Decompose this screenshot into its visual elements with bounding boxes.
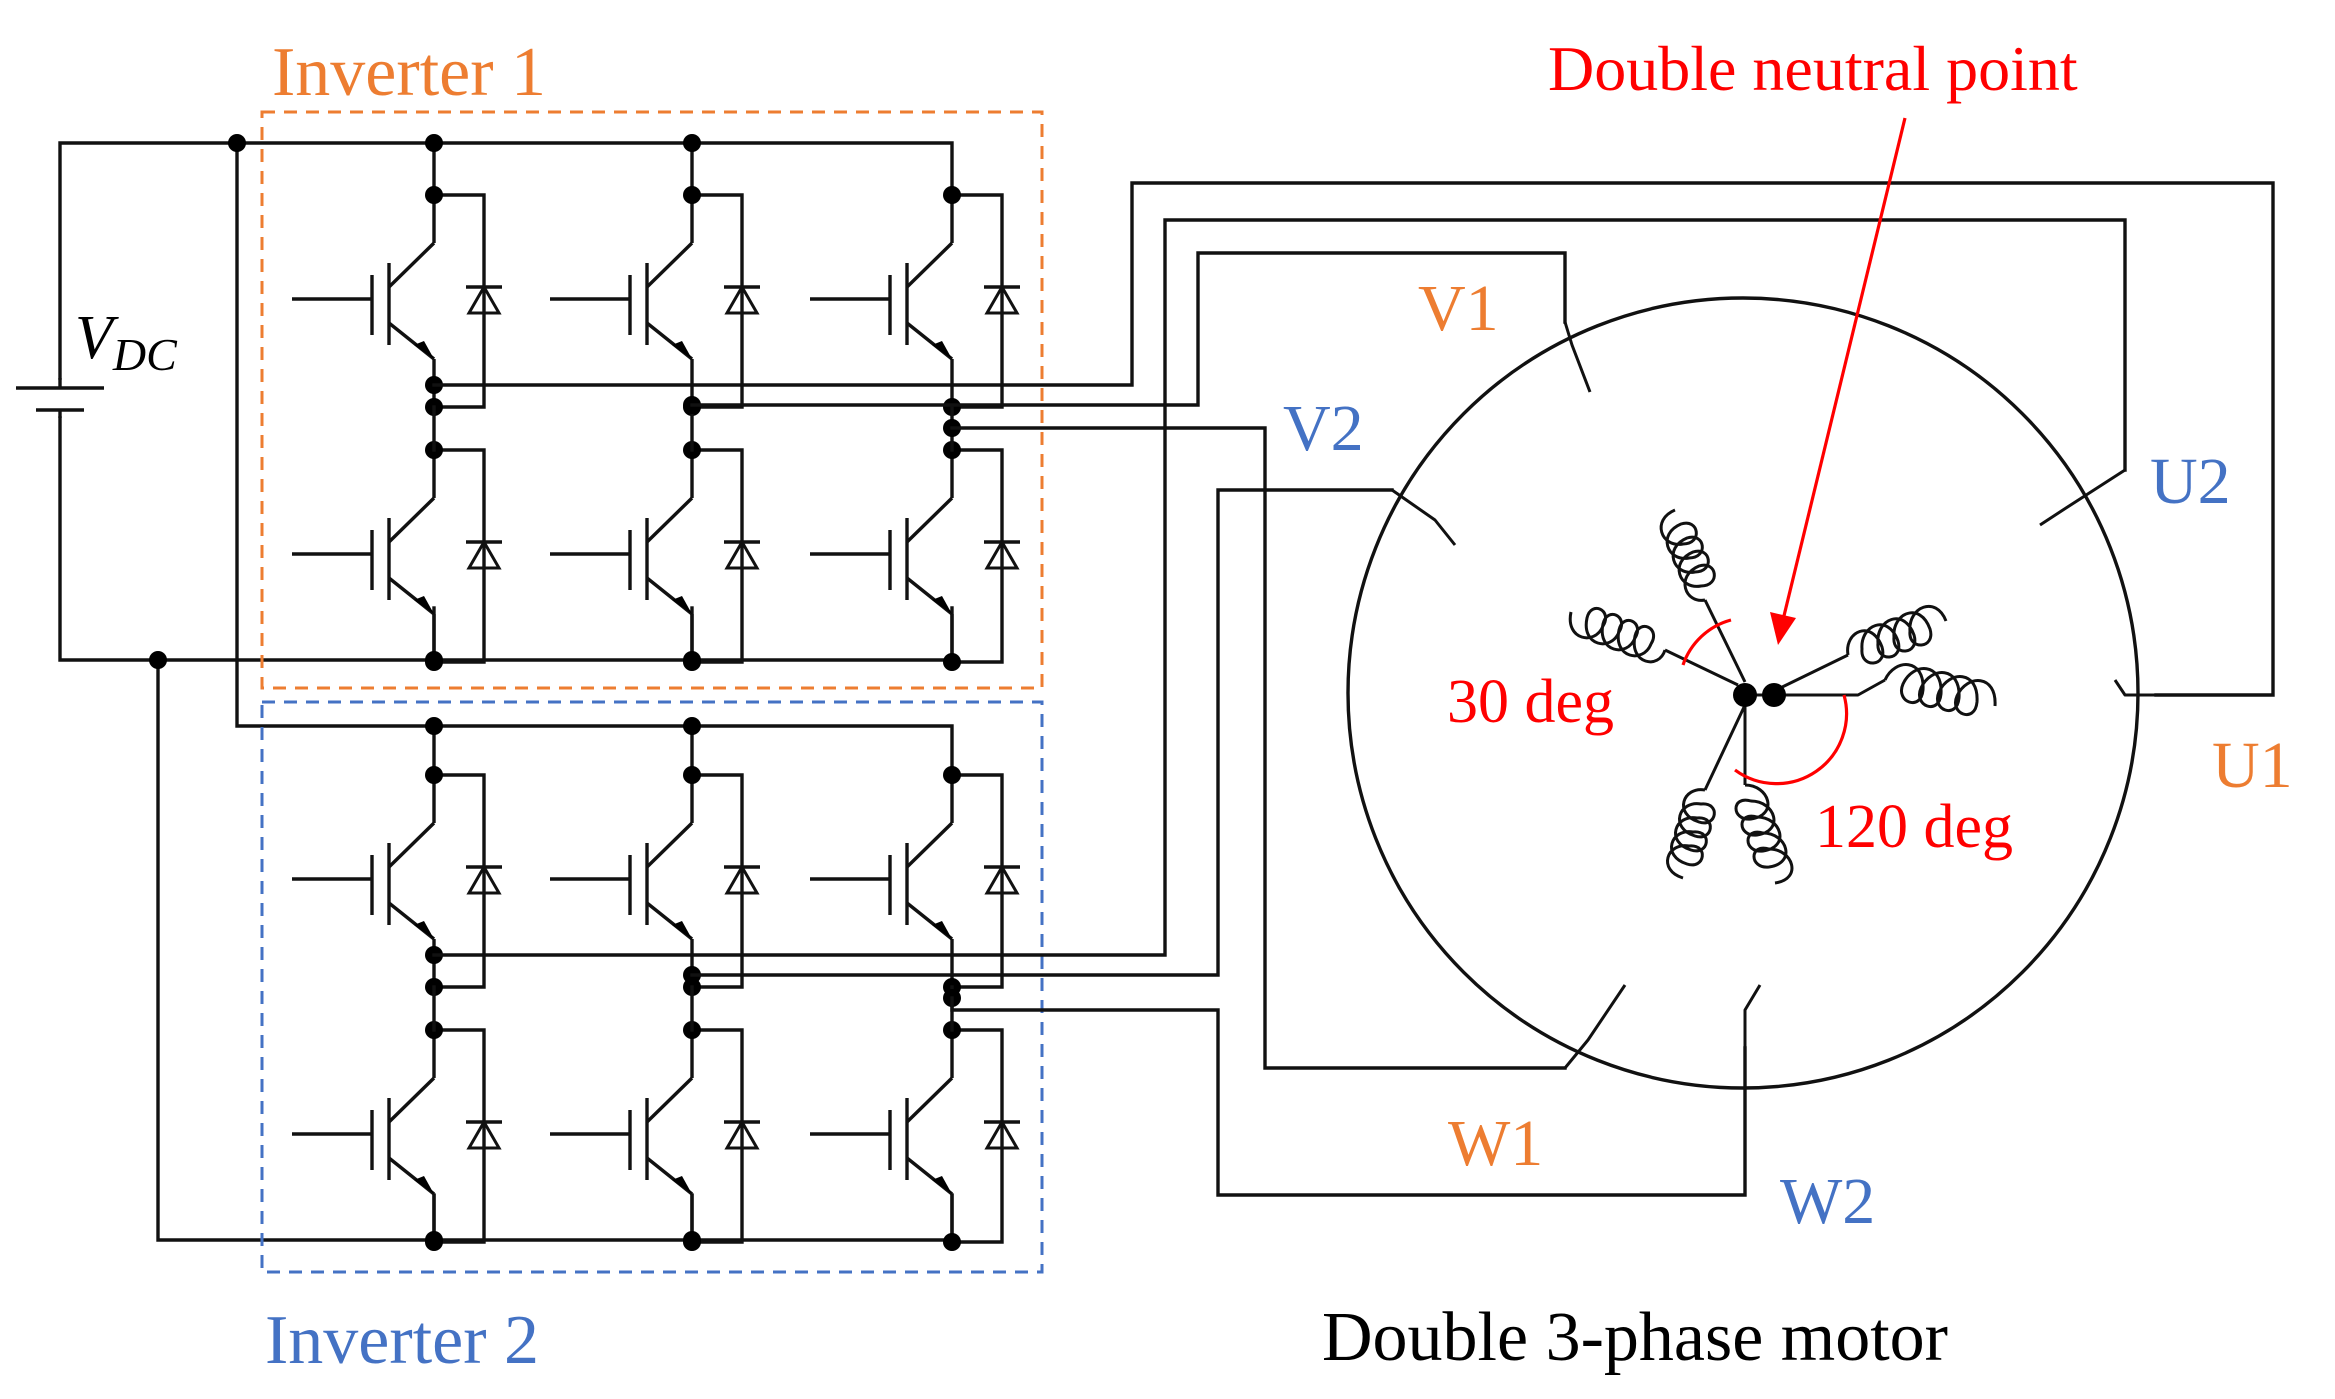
dc-source: VDC bbox=[16, 141, 436, 662]
label-v1: V1 bbox=[1418, 272, 1499, 345]
motor bbox=[1346, 117, 2156, 1090]
igbt-icon bbox=[548, 439, 762, 673]
label-v2: V2 bbox=[1283, 392, 1364, 465]
igbt-icon bbox=[290, 184, 504, 418]
igbt-icon bbox=[808, 184, 1022, 418]
igbt-icon bbox=[290, 1019, 504, 1253]
wire-u2 bbox=[432, 218, 2127, 957]
angle-30-label: 30 deg bbox=[1447, 668, 1614, 736]
label-u2: U2 bbox=[2150, 445, 2231, 518]
phase-wiring bbox=[432, 181, 2275, 1197]
neutral-point-label: Double neutral point bbox=[1548, 33, 2078, 104]
wire-w1 bbox=[950, 426, 1567, 1070]
inverter-1-leg-v bbox=[548, 184, 762, 673]
vdc-main: V bbox=[75, 304, 119, 372]
igbt-icon bbox=[808, 1019, 1022, 1253]
inverter-2 bbox=[290, 764, 1022, 1253]
igbt-icon bbox=[808, 439, 1022, 673]
dc-bus bbox=[156, 141, 954, 1242]
motor-labels: U1 V1 W1 U2 V2 W2 Double neutral point 3… bbox=[1283, 33, 2293, 1376]
igbt-icon bbox=[548, 764, 762, 998]
wire-v2 bbox=[690, 488, 1394, 977]
neutral-arrow-icon bbox=[1770, 117, 1907, 645]
diagram-title: Double 3-phase motor bbox=[1322, 1299, 1948, 1376]
igbt-icon bbox=[548, 184, 762, 418]
inverter-1-box bbox=[260, 110, 1044, 690]
label-u1: U1 bbox=[2212, 729, 2293, 802]
inverter-2-box bbox=[260, 700, 1044, 1274]
winding-w2 bbox=[1734, 705, 1794, 1048]
label-w1: W1 bbox=[1448, 1107, 1543, 1180]
inverter-1-leg-u bbox=[290, 184, 504, 673]
winding-v1 bbox=[1563, 321, 1747, 683]
label-w2: W2 bbox=[1780, 1165, 1875, 1238]
igbt-icon bbox=[548, 1019, 762, 1253]
wire-u1 bbox=[432, 181, 2275, 697]
vdc-subscript: DC bbox=[112, 329, 178, 380]
angle-arc-30 bbox=[1681, 618, 1732, 666]
inverter-2-leg-u bbox=[290, 764, 504, 1253]
wire-v1 bbox=[690, 251, 1567, 407]
winding-u2 bbox=[1775, 468, 2126, 692]
angle-arc-120 bbox=[1734, 694, 1849, 786]
neutral-point-1 bbox=[1733, 683, 1757, 707]
inverter-2-leg-v bbox=[548, 764, 762, 1253]
junction-dots bbox=[149, 134, 961, 1249]
inverter-1-label: Inverter 1 bbox=[272, 34, 546, 111]
winding-v2 bbox=[1391, 488, 1739, 687]
inverter-2-label: Inverter 2 bbox=[265, 1302, 539, 1379]
wire-w2 bbox=[950, 996, 1747, 1197]
igbt-icon bbox=[808, 764, 1022, 998]
igbt-icon bbox=[290, 439, 504, 673]
vdc-label: VDC bbox=[75, 304, 178, 380]
angle-120-label: 120 deg bbox=[1815, 793, 2013, 861]
motor-stator-circle bbox=[1346, 296, 2140, 1090]
igbt-icon bbox=[290, 764, 504, 998]
battery-icon bbox=[16, 378, 104, 418]
winding-w1 bbox=[1563, 704, 1747, 1069]
neutral-point-2 bbox=[1762, 683, 1786, 707]
inverter-1 bbox=[290, 184, 1022, 673]
